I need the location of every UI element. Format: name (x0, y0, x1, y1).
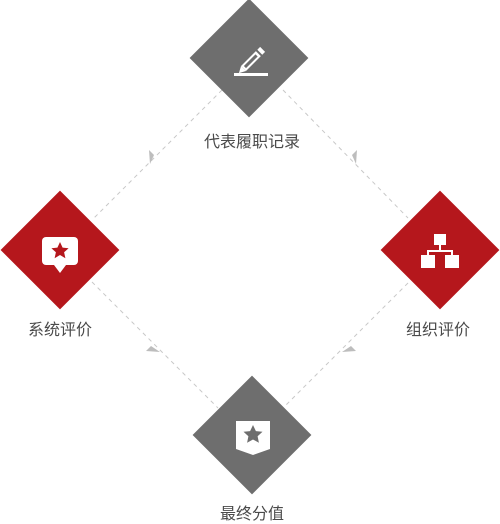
star-badge-icon (236, 421, 270, 455)
connector-top-to-right (282, 89, 409, 219)
node-bottom (192, 375, 312, 495)
label-record: 代表履职记录 (203, 132, 301, 151)
pencil-icon (234, 46, 268, 76)
connector-right-to-bottom (281, 282, 409, 410)
arrowhead-top-to-left (149, 150, 154, 164)
arrowhead-right-to-bottom (342, 346, 356, 352)
connector-top-to-left (93, 89, 223, 219)
node-left (0, 190, 120, 310)
label-final-score: 最终分值 (219, 504, 285, 523)
arrowhead-left-to-bottom (146, 346, 160, 352)
org-chart-icon (421, 234, 459, 268)
arrowhead-top-to-right (352, 150, 357, 164)
connector-left-to-bottom (91, 281, 219, 409)
label-organization-evaluation: 组织评价 (405, 320, 471, 339)
label-system-evaluation: 系统评价 (27, 320, 93, 339)
arrowheads (146, 150, 357, 352)
node-right (380, 190, 500, 310)
connectors (91, 89, 409, 410)
node-top (189, 0, 309, 118)
star-speech-bubble-icon (42, 237, 78, 273)
